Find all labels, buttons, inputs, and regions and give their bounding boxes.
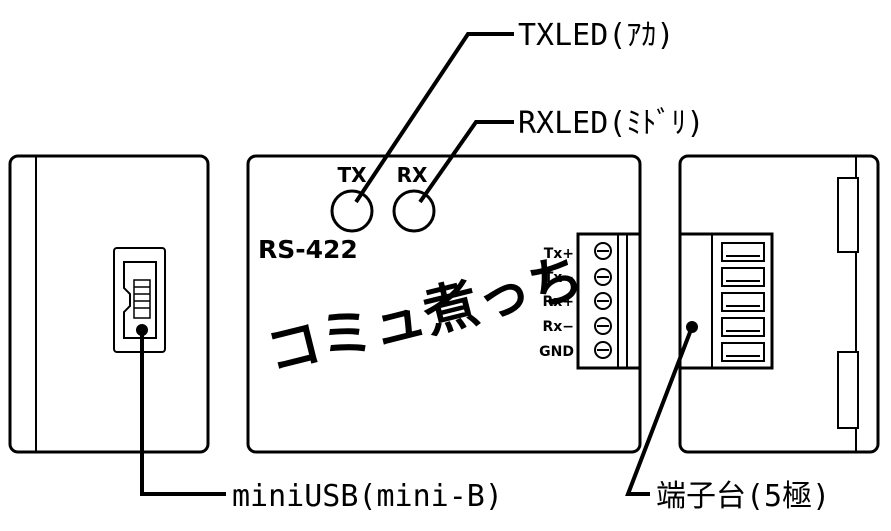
right-side-view [678, 154, 880, 454]
terminal-block-side [678, 232, 774, 370]
screw-icons [594, 242, 612, 359]
callout-lines [136, 32, 698, 496]
terminal-block-front [576, 232, 642, 370]
usb-callout: miniUSB(mini-B) [232, 479, 503, 514]
txled-callout: TXLED(ｱｶ) [518, 18, 674, 53]
front-view: TX RX RS-422 コミュ煮っち Tx+ [246, 154, 642, 454]
tx-led-icon [330, 189, 374, 233]
tx-label: TX [337, 163, 367, 187]
rx-led-icon [392, 189, 436, 233]
pin-label: Rx− [542, 319, 574, 335]
mini-usb-port-icon [113, 247, 166, 353]
rxled-callout: RXLED(ﾐﾄﾞﾘ) [518, 106, 704, 141]
pin-label: GND [539, 344, 574, 360]
pin-label: Tx+ [544, 246, 574, 262]
terminal-callout: 端子台(5極) [656, 479, 830, 514]
model-label: RS-422 [258, 235, 358, 264]
left-side-view [8, 154, 210, 454]
rx-label: RX [397, 163, 428, 187]
pin-label: Rx+ [542, 294, 574, 310]
pin-labels: Tx+ Tx− Rx+ Rx− GND [539, 246, 574, 360]
pin-label: Tx− [544, 270, 574, 286]
